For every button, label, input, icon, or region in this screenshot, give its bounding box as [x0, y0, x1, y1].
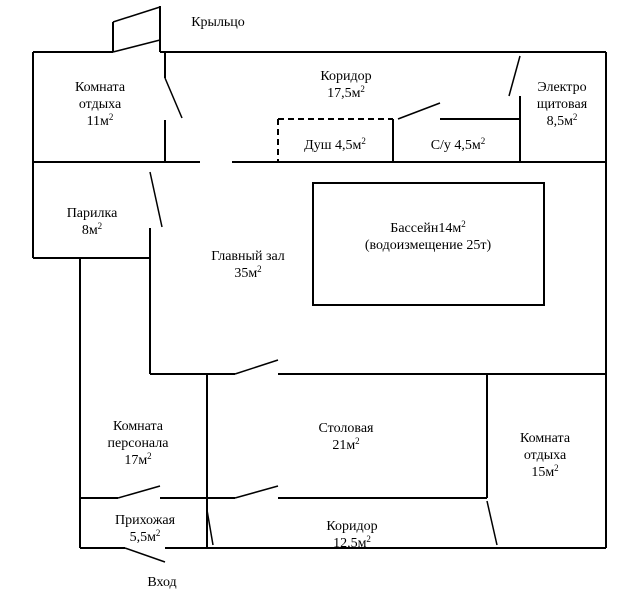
- staff-label: Комната персонала 17м2: [107, 419, 169, 468]
- pool-label: Бассейн14м2 (водоизмещение 25т): [364, 219, 492, 253]
- corridor1-label: Коридор 17,5м2: [320, 69, 372, 101]
- entrance-label: Вход: [147, 575, 177, 590]
- porch-label: Крыльцо: [191, 15, 245, 30]
- electro-label: Электро щитовая 8,5м2: [536, 80, 588, 129]
- electro-door: [508, 55, 521, 97]
- pool-basin: [312, 182, 545, 306]
- dining-corridor-door: [234, 485, 279, 499]
- dining-door: [234, 359, 279, 375]
- lobby-door: [206, 509, 214, 546]
- porch-door-leaf-2: [112, 39, 161, 53]
- rest1-label: Комната отдыха 11м2: [74, 80, 126, 129]
- sauna-door: [149, 171, 163, 228]
- entrance-door: [124, 547, 166, 563]
- rest2-door: [486, 500, 498, 546]
- lobby-label: Прихожая 5,5м2: [114, 513, 176, 545]
- sauna-label: Парилка 8м2: [66, 206, 118, 238]
- rest2-label: Комната отдыха 15м2: [519, 431, 571, 480]
- hall-label: Главный зал 35м2: [211, 249, 285, 281]
- corridor2-label: Коридор 12,5м2: [326, 519, 378, 551]
- dining-label: Столовая 21м2: [318, 421, 374, 453]
- porch-door-leaf-1: [112, 6, 161, 23]
- wc-label: С/у 4,5м2: [430, 136, 486, 153]
- wc-door: [397, 102, 441, 120]
- staff-door: [117, 485, 161, 499]
- rest1-door: [164, 77, 183, 119]
- shower-label: Душ 4,5м2: [304, 136, 366, 153]
